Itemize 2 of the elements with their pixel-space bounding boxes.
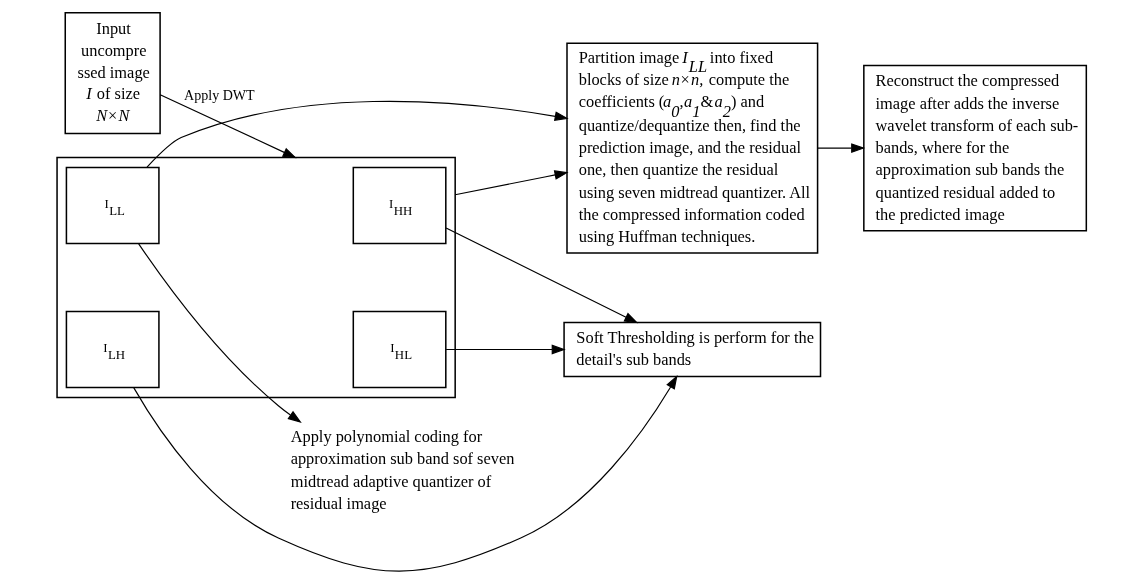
node-text: Apply polynomial coding for approximation sub band sof seven midtread adaptive quantizer of residual image: [290, 427, 514, 513]
edge-label: Apply DWT: [183, 87, 255, 104]
